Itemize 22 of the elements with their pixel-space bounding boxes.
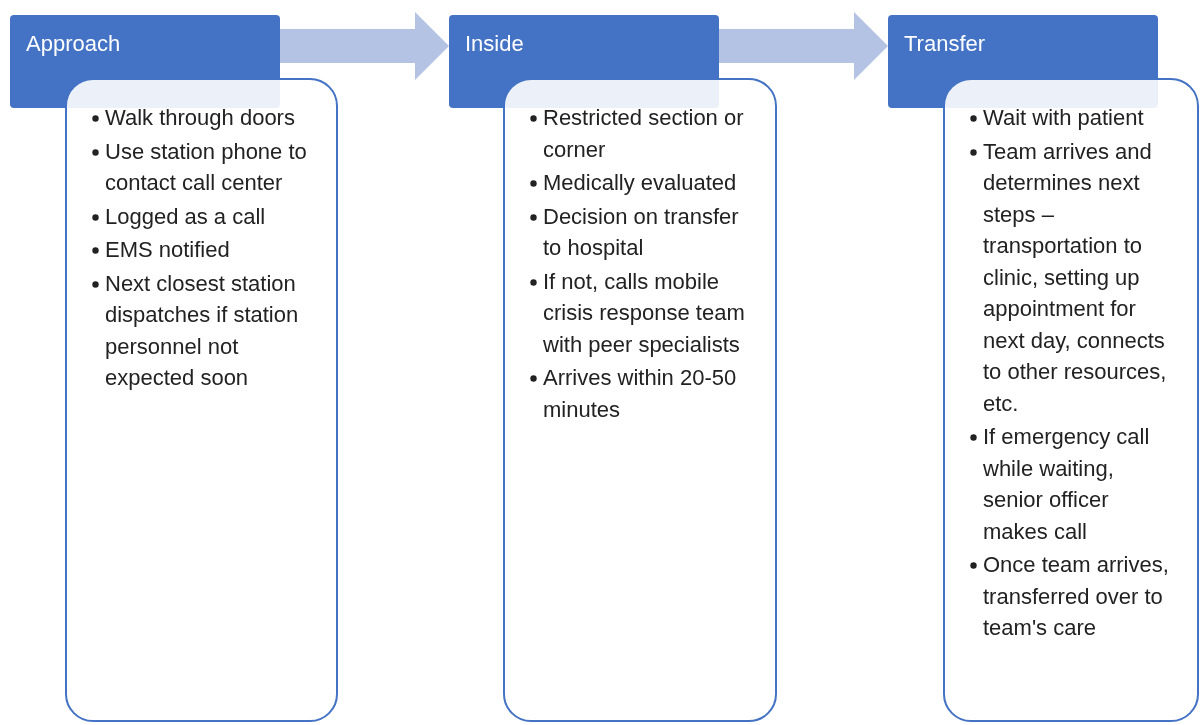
bullet-item: If not, calls mobile crisis response team with peer specialists bbox=[543, 268, 745, 357]
bullet-item: Restricted section or corner bbox=[543, 105, 744, 162]
bullet-item: If emergency call while waiting, senior officer makes call bbox=[983, 424, 1150, 544]
stage-title: Inside bbox=[465, 31, 524, 56]
bullet-list-card bbox=[943, 78, 1199, 722]
bullet-list-card bbox=[503, 78, 777, 722]
stage-title: Transfer bbox=[904, 31, 986, 56]
bullet-item: EMS notified bbox=[105, 237, 230, 262]
bullet-item: Logged as a call bbox=[105, 203, 266, 229]
bullet-item: Once team arrives, transferred over to team's care bbox=[983, 552, 1169, 640]
bullet-item: Walk through doors bbox=[105, 105, 295, 130]
bullet-item: Decision on transfer to hospital bbox=[543, 203, 739, 260]
bullet-item: Team arrives and determines next steps – transportation to clinic, setting up appointment for next day, connects to other resources, etc. bbox=[983, 138, 1167, 416]
bullet-item: Use station phone to contact call center bbox=[105, 138, 307, 195]
bullet-item: Medically evaluated bbox=[543, 170, 737, 195]
block-arrow bbox=[280, 12, 449, 80]
bullet-item: Next closest station dispatches if station personnel not expected soon bbox=[105, 270, 299, 390]
bullet-list-card bbox=[65, 78, 338, 722]
bullet-item: Arrives within 20-50 minutes bbox=[543, 365, 737, 422]
block-arrow bbox=[719, 12, 888, 80]
stage-title: Approach bbox=[26, 31, 121, 56]
bullet-item: Wait with patient bbox=[983, 105, 1144, 130]
